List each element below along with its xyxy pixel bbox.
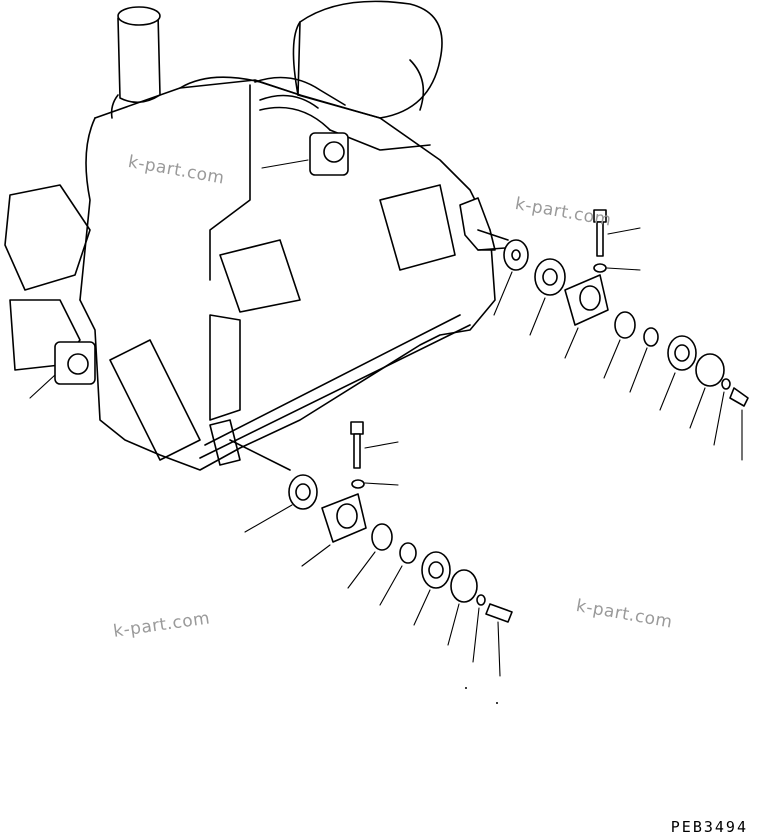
bushing-upper xyxy=(614,311,636,339)
retainer-plate-upper xyxy=(695,353,725,387)
retainer-bolt-lower xyxy=(485,603,513,623)
retainer-plate-lower xyxy=(450,569,478,603)
upper-parts-group xyxy=(493,209,749,461)
engine-assembly xyxy=(4,0,509,471)
retainer-bolt-upper xyxy=(729,387,749,407)
mount-bolt-lower xyxy=(350,421,364,435)
bushing-lower xyxy=(371,523,393,551)
lower-parts-group xyxy=(244,421,513,704)
drawing-code: PEB3494 xyxy=(670,818,748,836)
